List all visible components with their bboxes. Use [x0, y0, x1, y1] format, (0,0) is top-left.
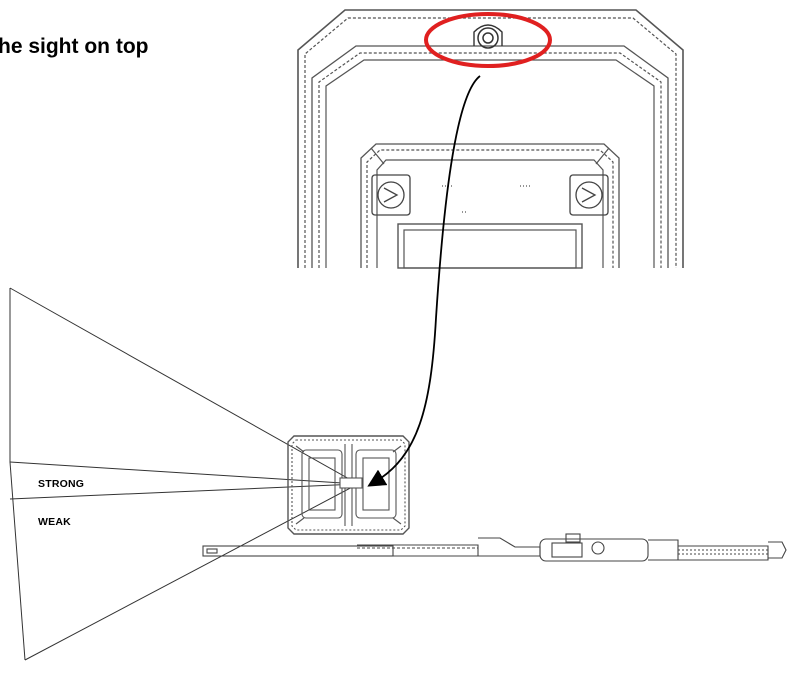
left-screw-icon: [371, 174, 411, 216]
curved-arrow-icon: [367, 75, 481, 487]
sight-highlight-circle: [424, 12, 552, 68]
strong-zone-label: STRONG: [38, 478, 85, 490]
caption-text: he sight on top: [0, 35, 149, 58]
weak-zone-label: WEAK: [38, 516, 71, 528]
coverage-fan: [9, 287, 360, 661]
sight-ring-icon: [473, 24, 503, 49]
enlarged-device-view: [297, 9, 684, 269]
small-device: [287, 435, 410, 535]
mounting-bar: [202, 533, 787, 562]
right-screw-icon: [569, 174, 609, 216]
